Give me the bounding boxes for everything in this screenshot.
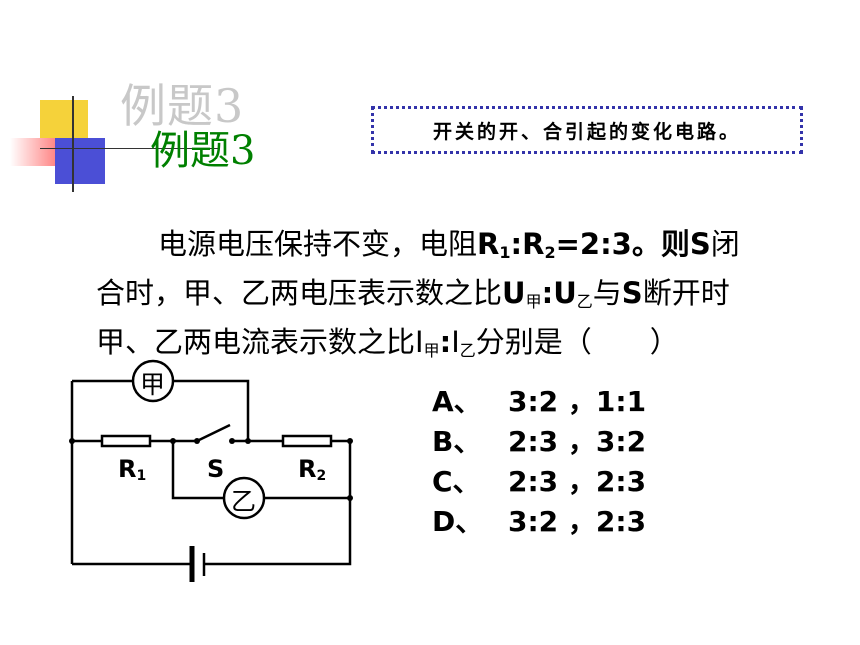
meter-yi-label: 乙 (231, 487, 257, 516)
option-a[interactable]: A、3:2 ，1:1 (432, 385, 647, 418)
meter-jia-label: 甲 (140, 370, 166, 399)
wire-bottom-right (204, 441, 352, 566)
switch-label: S (207, 455, 225, 483)
wire-branch-left (171, 441, 224, 500)
page-title: 例题3 (150, 128, 256, 174)
meter-yi-circle (222, 476, 266, 520)
junction-dot-right (347, 438, 353, 444)
question-line-2: 合时，甲、乙两电压表示数之比U甲:U乙与S断开时 (96, 276, 730, 311)
option-d[interactable]: D、3:2 ，2:3 (432, 505, 647, 538)
junction-dot-switch-left (194, 438, 200, 444)
junction-dot-branch (347, 495, 353, 501)
junction-dot-r1 (170, 438, 176, 444)
resistor-r1 (100, 434, 152, 448)
question-text: 电源电压保持不变，电阻R1:R2=2:3。则S闭 合时，甲、乙两电压表示数之比U… (96, 224, 836, 371)
decor-vertical-line (72, 96, 74, 192)
option-b[interactable]: B、2:3 ，3:2 (432, 425, 647, 458)
title-shadow: 例题3 (120, 79, 245, 133)
topic-text: 开关的开、合引起的变化电路。 (432, 120, 741, 143)
decor-blue-square (55, 138, 105, 184)
r2-label: R2 (298, 455, 327, 484)
r1-label: R1 (118, 455, 147, 484)
question-line-3: 甲、乙两电流表示数之比I甲:I乙分别是（ ） (96, 325, 679, 360)
switch-blade (196, 423, 231, 443)
junction-dot-left (69, 438, 75, 444)
topic-box: 开关的开、合引起的变化电路。 (371, 106, 803, 154)
meter-jia-circle (131, 359, 175, 403)
decor-horizontal-line (40, 148, 220, 149)
option-c[interactable]: C、2:3 ，2:3 (432, 465, 647, 498)
junction-dot-switch-top (245, 438, 251, 444)
wire-top-right (173, 379, 250, 441)
question-line-1: 电源电压保持不变，电阻R1:R2=2:3。则S闭 (158, 227, 740, 262)
resistor-r2 (281, 434, 333, 448)
answer-options: A、3:2 ，1:1 B、2:3 ，3:2 C、2:3 ，2:3 D、3:2 ，… (432, 382, 646, 542)
junction-dot-switch-right (229, 438, 235, 444)
